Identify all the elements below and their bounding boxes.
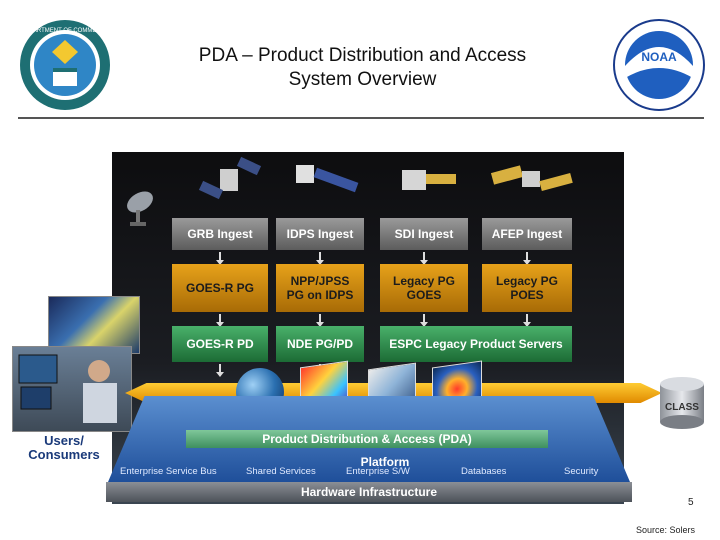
grb-ingest-box: GRB Ingest	[172, 218, 268, 250]
flow-arrow	[316, 252, 324, 265]
class-label: CLASS	[665, 402, 699, 413]
nde-pg-pd-box: NDE PG/PD	[276, 326, 364, 362]
service-label: Enterprise Service Bus	[120, 466, 217, 477]
user-workstation-image	[12, 346, 132, 432]
slide-title: PDA – Product Distribution and Access Sy…	[198, 45, 527, 90]
legacy-pg-poes-box: Legacy PG POES	[482, 264, 572, 312]
idps-ingest-box: IDPS Ingest	[276, 218, 364, 250]
satellite-icon	[488, 155, 576, 205]
flow-arrow	[523, 314, 531, 327]
flow-arrow	[216, 252, 224, 265]
service-label: Shared Services	[246, 466, 316, 477]
class-database-icon	[658, 376, 706, 430]
legacy-pg-goes-box: Legacy PG GOES	[380, 264, 468, 312]
service-label: Databases	[461, 466, 507, 477]
header-divider	[18, 117, 704, 119]
sdi-ingest-box: SDI Ingest	[380, 218, 468, 250]
service-label: Security	[564, 466, 599, 477]
espc-legacy-servers-box: ESPC Legacy Product Servers	[380, 326, 572, 362]
goes-r-pg-box: GOES-R PG	[172, 264, 268, 312]
platform-services: Enterprise Service Bus Shared Services E…	[108, 466, 630, 480]
satellite-icon	[196, 155, 264, 207]
flow-arrow	[523, 252, 531, 265]
satellite-dish-icon	[118, 186, 158, 228]
page-number: 5	[688, 497, 694, 508]
commerce-seal-logo: DEPARTMENT OF COMMERCE	[18, 18, 112, 112]
svg-text:NOAA: NOAA	[641, 50, 677, 64]
source-credit: Source: Solers	[636, 525, 696, 535]
npp-jpss-pg-box: NPP/JPSS PG on IDPS	[276, 264, 364, 312]
flow-arrow	[420, 252, 428, 265]
pda-bar: Product Distribution & Access (PDA)	[186, 430, 548, 448]
noaa-logo: NOAA	[612, 18, 706, 112]
afep-ingest-box: AFEP Ingest	[482, 218, 572, 250]
users-consumers-label: Users/ Consumers	[28, 433, 100, 462]
goes-r-pd-box: GOES-R PD	[172, 326, 268, 362]
svg-text:DEPARTMENT OF COMMERCE: DEPARTMENT OF COMMERCE	[21, 28, 109, 34]
flow-arrow	[316, 314, 324, 327]
hardware-infrastructure-bar: Hardware Infrastructure	[106, 482, 632, 502]
satellite-icon	[392, 158, 460, 206]
flow-arrow	[420, 314, 428, 327]
flow-arrow	[216, 314, 224, 327]
platform-label: Platform	[360, 455, 410, 469]
service-label: Enterprise S/W	[346, 466, 410, 477]
satellite-icon	[284, 155, 360, 207]
flow-arrow	[216, 364, 224, 377]
